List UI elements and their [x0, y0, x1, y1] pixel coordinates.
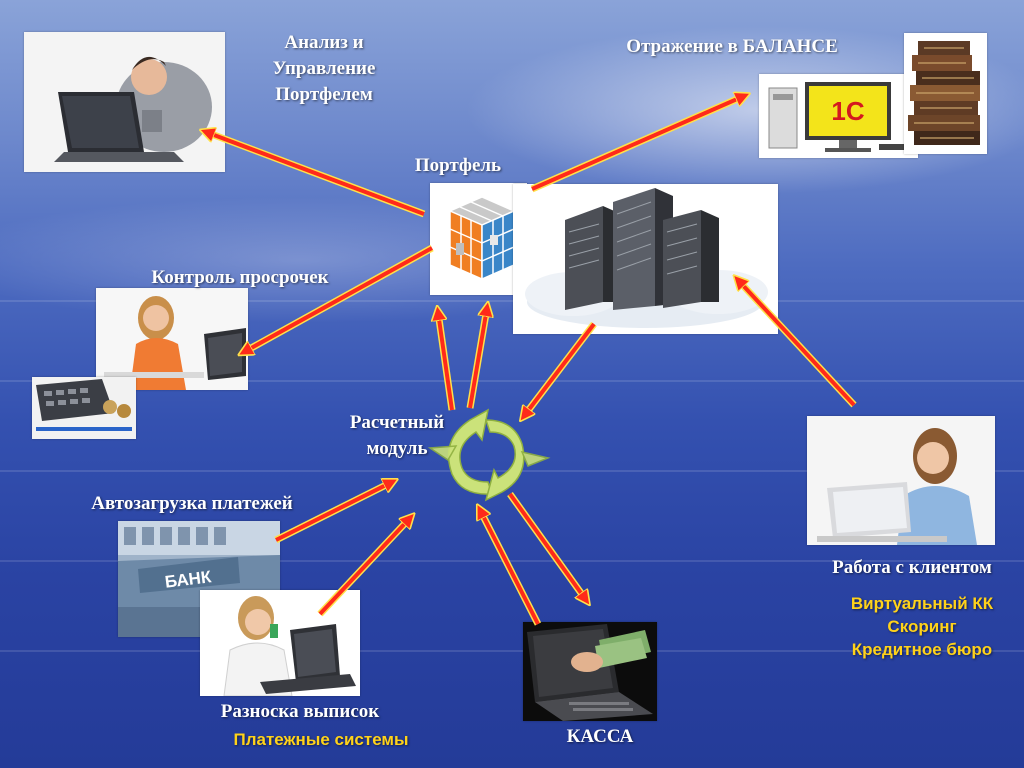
onec-computer-photo: 1С — [759, 74, 918, 158]
client-work-label: Работа с клиентом — [832, 557, 992, 578]
overdue-control-label: Контроль просрочек — [151, 267, 329, 288]
arrow-autoload-to-cycle — [275, 482, 392, 542]
settlement-cycle-icon — [427, 408, 551, 502]
arrow-cycle-to-portfolio-left — [438, 312, 454, 411]
sublabel-scoring: Скоринг — [887, 617, 957, 636]
settlement-module-label: Расчетный модуль — [322, 410, 472, 462]
arrow-cash-to-cycle — [480, 510, 540, 625]
onec-logo-text: 1С — [831, 96, 864, 126]
cash-laptop-photo — [523, 622, 657, 721]
overdue-woman-photo — [96, 288, 248, 390]
wave-line — [0, 300, 1024, 302]
analysis-label-line1: Анализ и — [284, 32, 364, 53]
arrow-to-balance — [531, 96, 744, 191]
balance-label: Отражение в БАЛАНСЕ — [626, 36, 838, 57]
analysis-label-line2: Управление — [272, 58, 376, 79]
client-work-photo — [807, 416, 995, 545]
arrow-client-to-servers — [738, 280, 856, 407]
settlement-label-line1: Расчетный — [349, 412, 445, 433]
statements-label: Разноска выписок — [220, 701, 380, 722]
calculator-photo — [32, 377, 136, 439]
sublabel-virtual-cc: Виртуальный КК — [850, 594, 994, 613]
arrow-statements-to-cycle — [318, 518, 410, 616]
arrow-servers-to-cycle — [524, 322, 596, 416]
arrow-cycle-to-cash — [508, 492, 586, 600]
statements-woman-photo — [200, 590, 360, 696]
cash-label: КАССА — [566, 726, 634, 747]
autoload-label: Автозагрузка платежей — [91, 493, 293, 514]
wave-line — [0, 560, 1024, 562]
arrow-cycle-to-portfolio-right — [468, 308, 487, 409]
analysis-label-line3: Портфелем — [275, 84, 373, 105]
wave-line — [0, 380, 1024, 382]
books-photo — [904, 33, 987, 154]
servers-cloud-image — [513, 184, 778, 334]
wave-line — [0, 650, 1024, 652]
sublabel-credit-bureau: Кредитное бюро — [851, 640, 993, 659]
analysis-label: Анализ и Управление Портфелем — [244, 30, 404, 108]
arrow-to-overdue — [244, 246, 433, 352]
settlement-label-line2: модуль — [366, 438, 428, 459]
arrow-to-analysis — [206, 132, 425, 216]
sublabel-payment-systems: Платежные системы — [233, 730, 409, 749]
portfolio-cube-image — [430, 183, 527, 295]
analyst-photo — [24, 32, 225, 172]
portfolio-label: Портфель — [414, 155, 502, 176]
